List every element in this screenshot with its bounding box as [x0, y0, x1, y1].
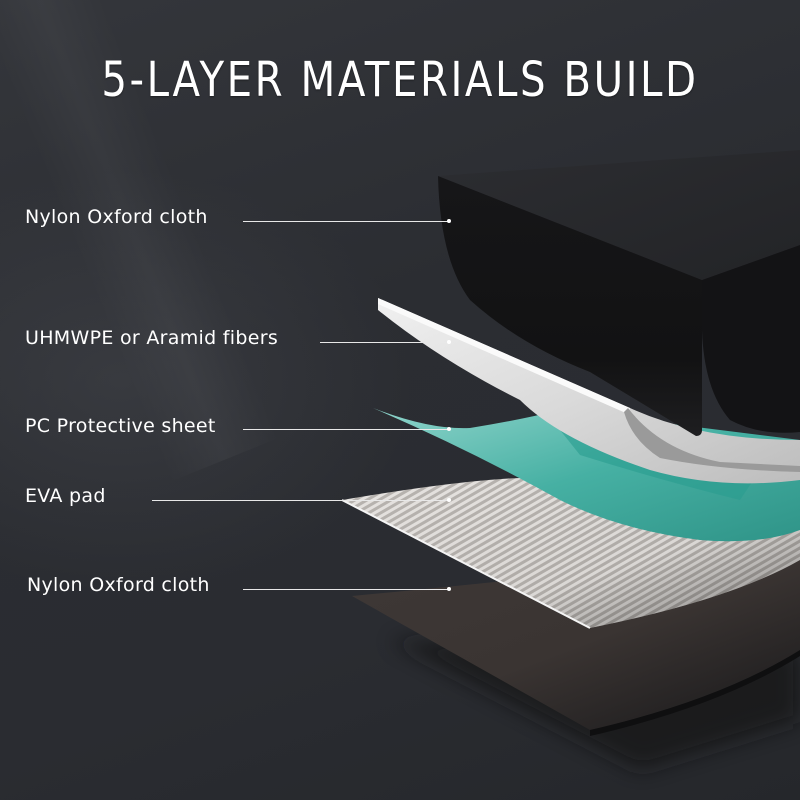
leader-dot-1	[447, 219, 451, 223]
leader-line-1	[243, 221, 449, 222]
leader-line-3	[243, 429, 449, 430]
layer-2-top-edge	[378, 298, 630, 414]
layer-label-5: Nylon Oxford cloth	[27, 574, 210, 596]
layer-4-edge	[341, 499, 591, 629]
leader-dot-4	[447, 498, 451, 502]
layer-label-2: UHMWPE or Aramid fibers	[25, 327, 279, 349]
layer-1-top-face	[438, 150, 800, 280]
layer-1-side-face	[702, 245, 800, 433]
page-title: 5-LAYER MATERIALS BUILD	[101, 52, 699, 108]
leader-line-4	[152, 500, 449, 501]
leader-line-2	[320, 342, 449, 343]
layer-2-stack-edge	[624, 408, 800, 472]
layer-label-3: PC Protective sheet	[25, 415, 216, 437]
layer-label-1: Nylon Oxford cloth	[25, 206, 208, 228]
layer-1-nylon-oxford-cloth-shape	[438, 176, 702, 436]
leader-dot-3	[447, 427, 451, 431]
leader-line-5	[243, 589, 449, 590]
leader-dot-5	[447, 587, 451, 591]
leader-dot-2	[447, 340, 451, 344]
layer-label-4: EVA pad	[25, 485, 106, 507]
layer-5-edge	[590, 650, 800, 736]
